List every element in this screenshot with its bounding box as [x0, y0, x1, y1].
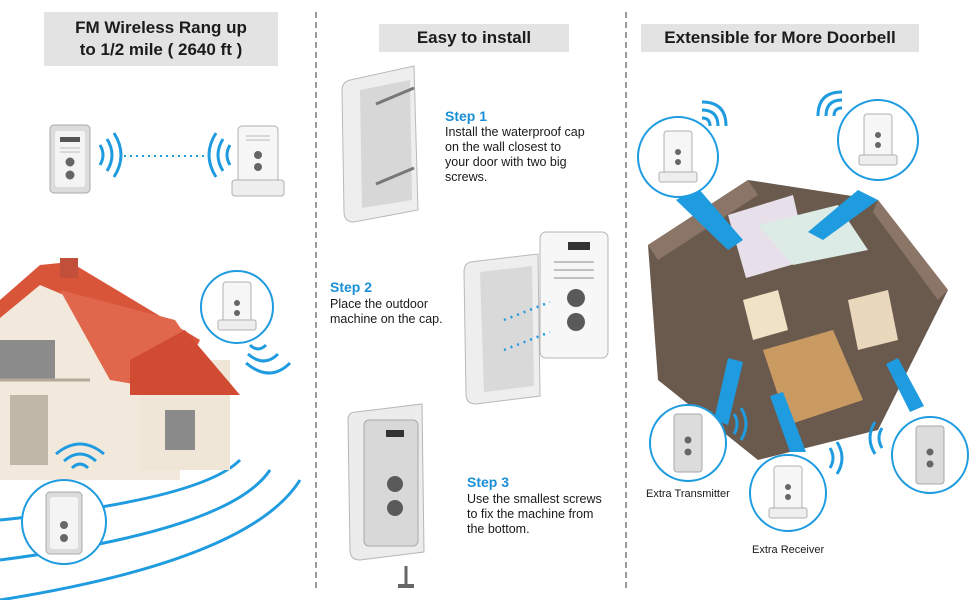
wifi-signal-icon: [732, 407, 748, 441]
panel-divider: [315, 12, 317, 588]
wifi-signal-icon: [828, 441, 844, 475]
wifi-signal-icon: [701, 100, 728, 127]
alignment-guides: [503, 300, 551, 352]
wifi-signal-icon: [98, 132, 123, 178]
wifi-signal-icon: [55, 442, 105, 470]
step1-line: your door with two big: [445, 155, 567, 169]
range-title-line1: FM Wireless Rang up: [75, 18, 247, 37]
doorbell-transmitter-icon: [49, 124, 91, 194]
step3-line: to fix the machine from: [467, 507, 594, 521]
step1-line: on the wall closest to: [445, 140, 562, 154]
doorbell-transmitter-icon: [649, 404, 727, 482]
step2-text: Place the outdoor machine on the cap.: [330, 297, 443, 327]
step2-line: machine on the cap.: [330, 312, 443, 326]
doorbell-receiver-icon: [200, 270, 274, 344]
step2-title: Step 2: [330, 279, 373, 295]
extensible-title: Extensible for More Doorbell: [641, 24, 919, 52]
doorbell-receiver-icon: [837, 99, 919, 181]
step3-line: the bottom.: [467, 522, 530, 536]
waterproof-cap: [463, 253, 541, 405]
waterproof-cap: [341, 65, 419, 223]
step1-line: Install the waterproof cap: [445, 125, 585, 139]
extensible-panel: Extensible for More Doorbell: [628, 0, 970, 600]
range-illustration: [0, 124, 302, 600]
install-panel: Easy to install: [318, 0, 626, 600]
doorbell-transmitter-icon: [347, 403, 425, 561]
wifi-signal-icon: [868, 421, 884, 455]
install-title: Easy to install: [379, 24, 569, 52]
house-icon: [0, 258, 240, 480]
step1-line: screws.: [445, 170, 488, 184]
doorbell-receiver-icon: [637, 116, 719, 198]
step2-line: Place the outdoor: [330, 297, 428, 311]
wifi-signal-icon: [816, 90, 843, 117]
install-illustration: [341, 65, 609, 588]
screw-icon: [375, 86, 415, 186]
doorbell-transmitter-icon: [891, 416, 969, 494]
range-panel: FM Wireless Rang up to 1/2 mile ( 2640 f…: [0, 0, 316, 600]
range-title-line2: to 1/2 mile ( 2640 ft ): [79, 40, 243, 59]
step3-line: Use the smallest screws: [467, 492, 602, 506]
extra-receiver-caption: Extra Receiver: [752, 544, 825, 556]
doorbell-receiver-icon: [231, 125, 285, 197]
extensible-illustration: [637, 90, 969, 532]
step3-title: Step 3: [467, 474, 510, 490]
doorbell-transmitter-icon: [21, 479, 107, 565]
extra-transmitter-caption: Extra Transmitter: [646, 488, 730, 500]
step1-text: Install the waterproof cap on the wall c…: [445, 125, 585, 185]
panel-divider: [625, 12, 627, 588]
range-title: FM Wireless Rang up to 1/2 mile ( 2640 f…: [44, 12, 278, 66]
step1-title: Step 1: [445, 108, 488, 124]
pointer-beams: [676, 188, 924, 452]
doorbell-transmitter-icon: [539, 231, 609, 359]
screw-icon: [398, 566, 414, 588]
doorbell-receiver-icon: [749, 454, 827, 532]
wifi-signal-icon: [245, 343, 292, 375]
step3-text: Use the smallest screws to fix the machi…: [467, 492, 602, 537]
wifi-signal-icon: [207, 132, 232, 178]
